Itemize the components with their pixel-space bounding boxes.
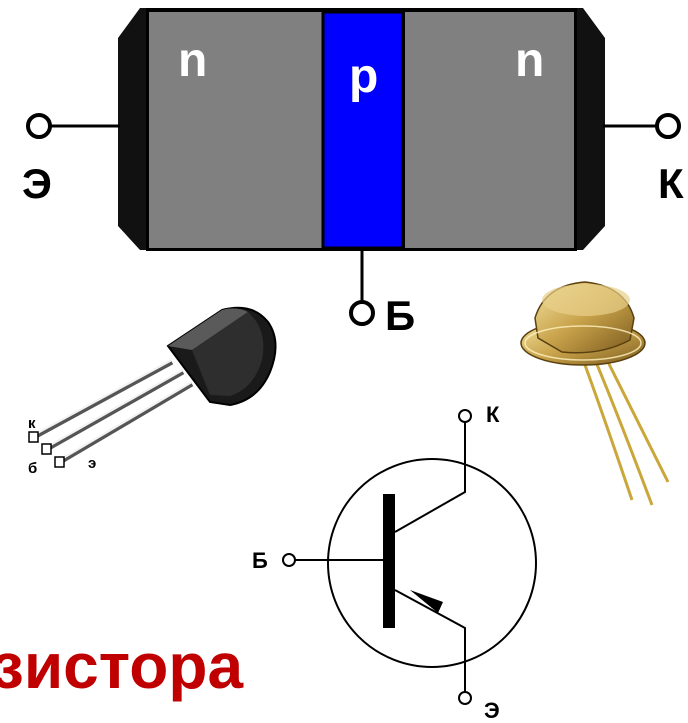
- collector-terminal: [655, 113, 681, 139]
- symbol-collector-lead: [394, 422, 466, 533]
- collector-contact: [575, 8, 605, 250]
- metal-can-transistor-picture: [520, 281, 670, 506]
- symbol-base-bar: [383, 494, 395, 628]
- base-terminal: [349, 300, 375, 326]
- emitter-terminal: [26, 113, 52, 139]
- npn-structure: n p n Э К Б: [22, 8, 684, 339]
- to92-pin-e-label: э: [88, 455, 96, 472]
- layer-p-label: p: [349, 50, 378, 103]
- symbol-base-terminal: [282, 553, 296, 567]
- to92-pin-b-label: б: [28, 460, 37, 477]
- layer-n-right: [405, 12, 574, 248]
- to92-legs: [32, 359, 194, 465]
- symbol-emitter-terminal: [458, 691, 472, 705]
- layer-n-left: [149, 12, 323, 248]
- symbol-emitter-lead: [394, 589, 466, 692]
- collector-label: К: [658, 160, 684, 207]
- caption-text: зистора: [0, 630, 243, 702]
- to92-pin-k-label: к: [28, 415, 36, 432]
- base-label: Б: [385, 292, 415, 339]
- symbol-collector-terminal: [458, 409, 472, 423]
- symbol-base-label: Б: [252, 548, 268, 573]
- symbol-collector-label: К: [486, 402, 500, 427]
- emitter-label: Э: [22, 160, 52, 207]
- metal-can-legs: [583, 357, 670, 506]
- emitter-contact: [118, 8, 148, 250]
- layer-p: [321, 10, 405, 250]
- npn-schematic-symbol: Б К Э: [252, 402, 537, 723]
- symbol-envelope: [327, 458, 537, 668]
- symbol-emitter-arrow: [410, 590, 443, 613]
- to92-transistor-picture: к б э: [28, 306, 277, 477]
- layer-n-right-label: n: [515, 34, 544, 87]
- layer-n-left-label: n: [178, 34, 207, 87]
- symbol-emitter-label: Э: [484, 698, 500, 723]
